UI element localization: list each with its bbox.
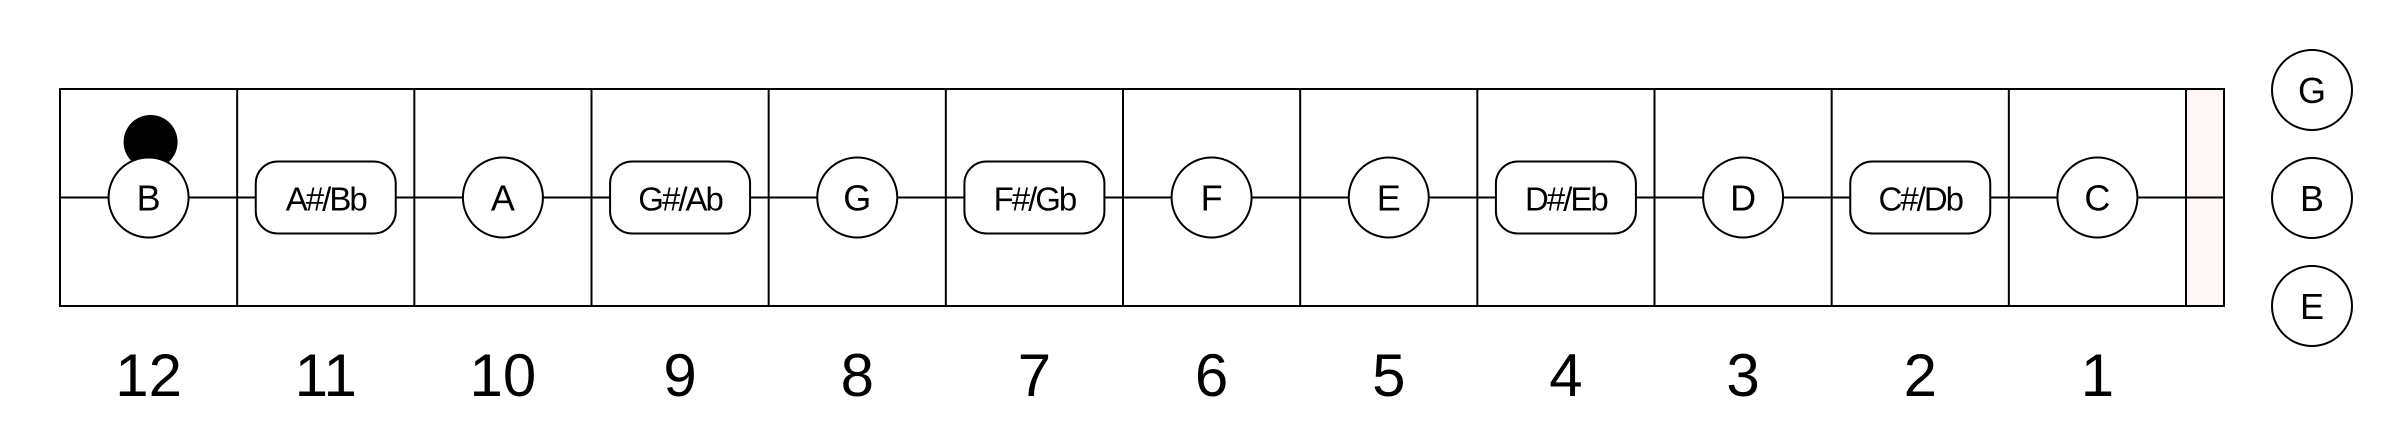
fret-note-6[interactable]: F xyxy=(1170,156,1253,239)
fret-number: 12 xyxy=(115,342,182,409)
note-circle xyxy=(1170,156,1253,239)
fret-number: 5 xyxy=(1372,342,1405,409)
fret-note-9[interactable]: G#/Ab xyxy=(609,160,752,235)
note-label: F#/Gb xyxy=(994,181,1076,218)
fret-numbers: 12 11 10 9 8 7 6 5 4 3 2 1 xyxy=(115,342,2114,409)
note-pill xyxy=(254,160,397,235)
note-circle xyxy=(461,156,544,239)
note-label: C#/Db xyxy=(1878,181,1962,218)
note-pill xyxy=(963,160,1106,235)
note-circle xyxy=(1702,156,1785,239)
note-label: B xyxy=(137,178,161,219)
fret-note-10[interactable]: A xyxy=(461,156,544,239)
fret-note-3[interactable]: D xyxy=(1702,156,1785,239)
note-circle xyxy=(2056,156,2139,239)
note-label: A xyxy=(491,178,515,219)
open-string-label: E xyxy=(2300,286,2324,327)
fret-note-11[interactable]: A#/Bb xyxy=(254,160,397,235)
fret-number: 3 xyxy=(1726,342,1759,409)
open-strings: G B E xyxy=(2271,49,2353,347)
note-circle xyxy=(1347,156,1430,239)
fret-number: 7 xyxy=(1018,342,1051,409)
note-label: C xyxy=(2084,178,2110,219)
open-string-e[interactable]: E xyxy=(2271,265,2353,347)
fret-note-2[interactable]: C#/Db xyxy=(1849,160,1992,235)
open-string-circle xyxy=(2271,265,2353,347)
open-string-label: G xyxy=(2298,70,2326,111)
note-pill xyxy=(609,160,752,235)
fret-note-8[interactable]: G xyxy=(816,156,899,239)
fret-number: 10 xyxy=(470,342,537,409)
note-label: G xyxy=(843,178,871,219)
open-string-label: B xyxy=(2300,178,2324,219)
note-label: G#/Ab xyxy=(638,181,722,218)
open-string-circle xyxy=(2271,157,2353,239)
fret-number: 1 xyxy=(2081,342,2114,409)
fretboard: B A#/Bb A G#/Ab G F#/Gb F E D#/Eb D C#/Db C xyxy=(59,88,2225,307)
fret-note-4[interactable]: D#/Eb xyxy=(1494,160,1637,235)
note-label: D#/Eb xyxy=(1525,181,1607,218)
fret-note-5[interactable]: E xyxy=(1347,156,1430,239)
fret-number: 2 xyxy=(1904,342,1937,409)
note-pill xyxy=(1494,160,1637,235)
fret-number: 4 xyxy=(1549,342,1582,409)
fret-number: 9 xyxy=(663,342,696,409)
note-label: F xyxy=(1201,178,1223,219)
open-string-b[interactable]: B xyxy=(2271,157,2353,239)
note-label: E xyxy=(1377,178,1401,219)
fret-number: 6 xyxy=(1195,342,1228,409)
open-string-g[interactable]: G xyxy=(2271,49,2353,131)
fret-note-7[interactable]: F#/Gb xyxy=(963,160,1106,235)
fret-number: 11 xyxy=(295,342,357,409)
note-circle xyxy=(107,156,190,239)
note-pill xyxy=(1849,160,1992,235)
fret-number: 8 xyxy=(841,342,874,409)
note-circle xyxy=(816,156,899,239)
note-label: A#/Bb xyxy=(286,181,367,218)
fret-note-1[interactable]: C xyxy=(2056,156,2139,239)
fret-marker-dot xyxy=(123,115,178,169)
note-label: D xyxy=(1730,178,1756,219)
fret-note-12[interactable]: B xyxy=(107,156,190,239)
open-string-circle xyxy=(2271,49,2353,131)
